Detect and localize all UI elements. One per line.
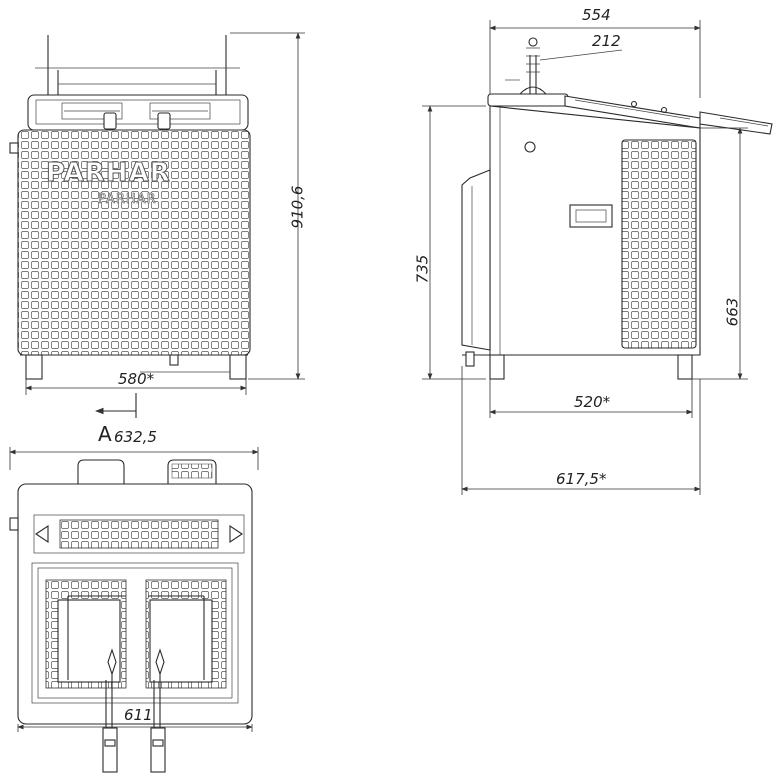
dim-top-basket-width: 611 bbox=[124, 706, 153, 724]
side-view bbox=[461, 20, 773, 380]
dim-side-base-depth: 520* bbox=[574, 393, 611, 411]
dim-top-overall-width: 632,5 bbox=[114, 428, 157, 446]
section-a-label: A bbox=[98, 422, 112, 446]
dim-side-height: 735 bbox=[413, 254, 432, 284]
dim-side-callout: 212 bbox=[592, 32, 621, 50]
dim-front-width: 580* bbox=[118, 370, 155, 388]
basket-handle-right bbox=[150, 648, 166, 773]
dim-side-top-width: 554 bbox=[582, 6, 611, 24]
thermostat-knob bbox=[518, 37, 548, 95]
side-dimensions bbox=[422, 105, 748, 495]
brand-logo: PARHAR bbox=[46, 158, 171, 189]
brand-tagline: PARHAR bbox=[98, 192, 157, 208]
dim-front-height: 910,6 bbox=[288, 185, 307, 229]
dim-side-overall-depth: 617,5* bbox=[556, 470, 607, 488]
top-view bbox=[9, 447, 259, 773]
front-view bbox=[9, 35, 251, 380]
front-dimensions bbox=[25, 32, 305, 418]
dim-side-panel-height: 663 bbox=[723, 297, 742, 327]
